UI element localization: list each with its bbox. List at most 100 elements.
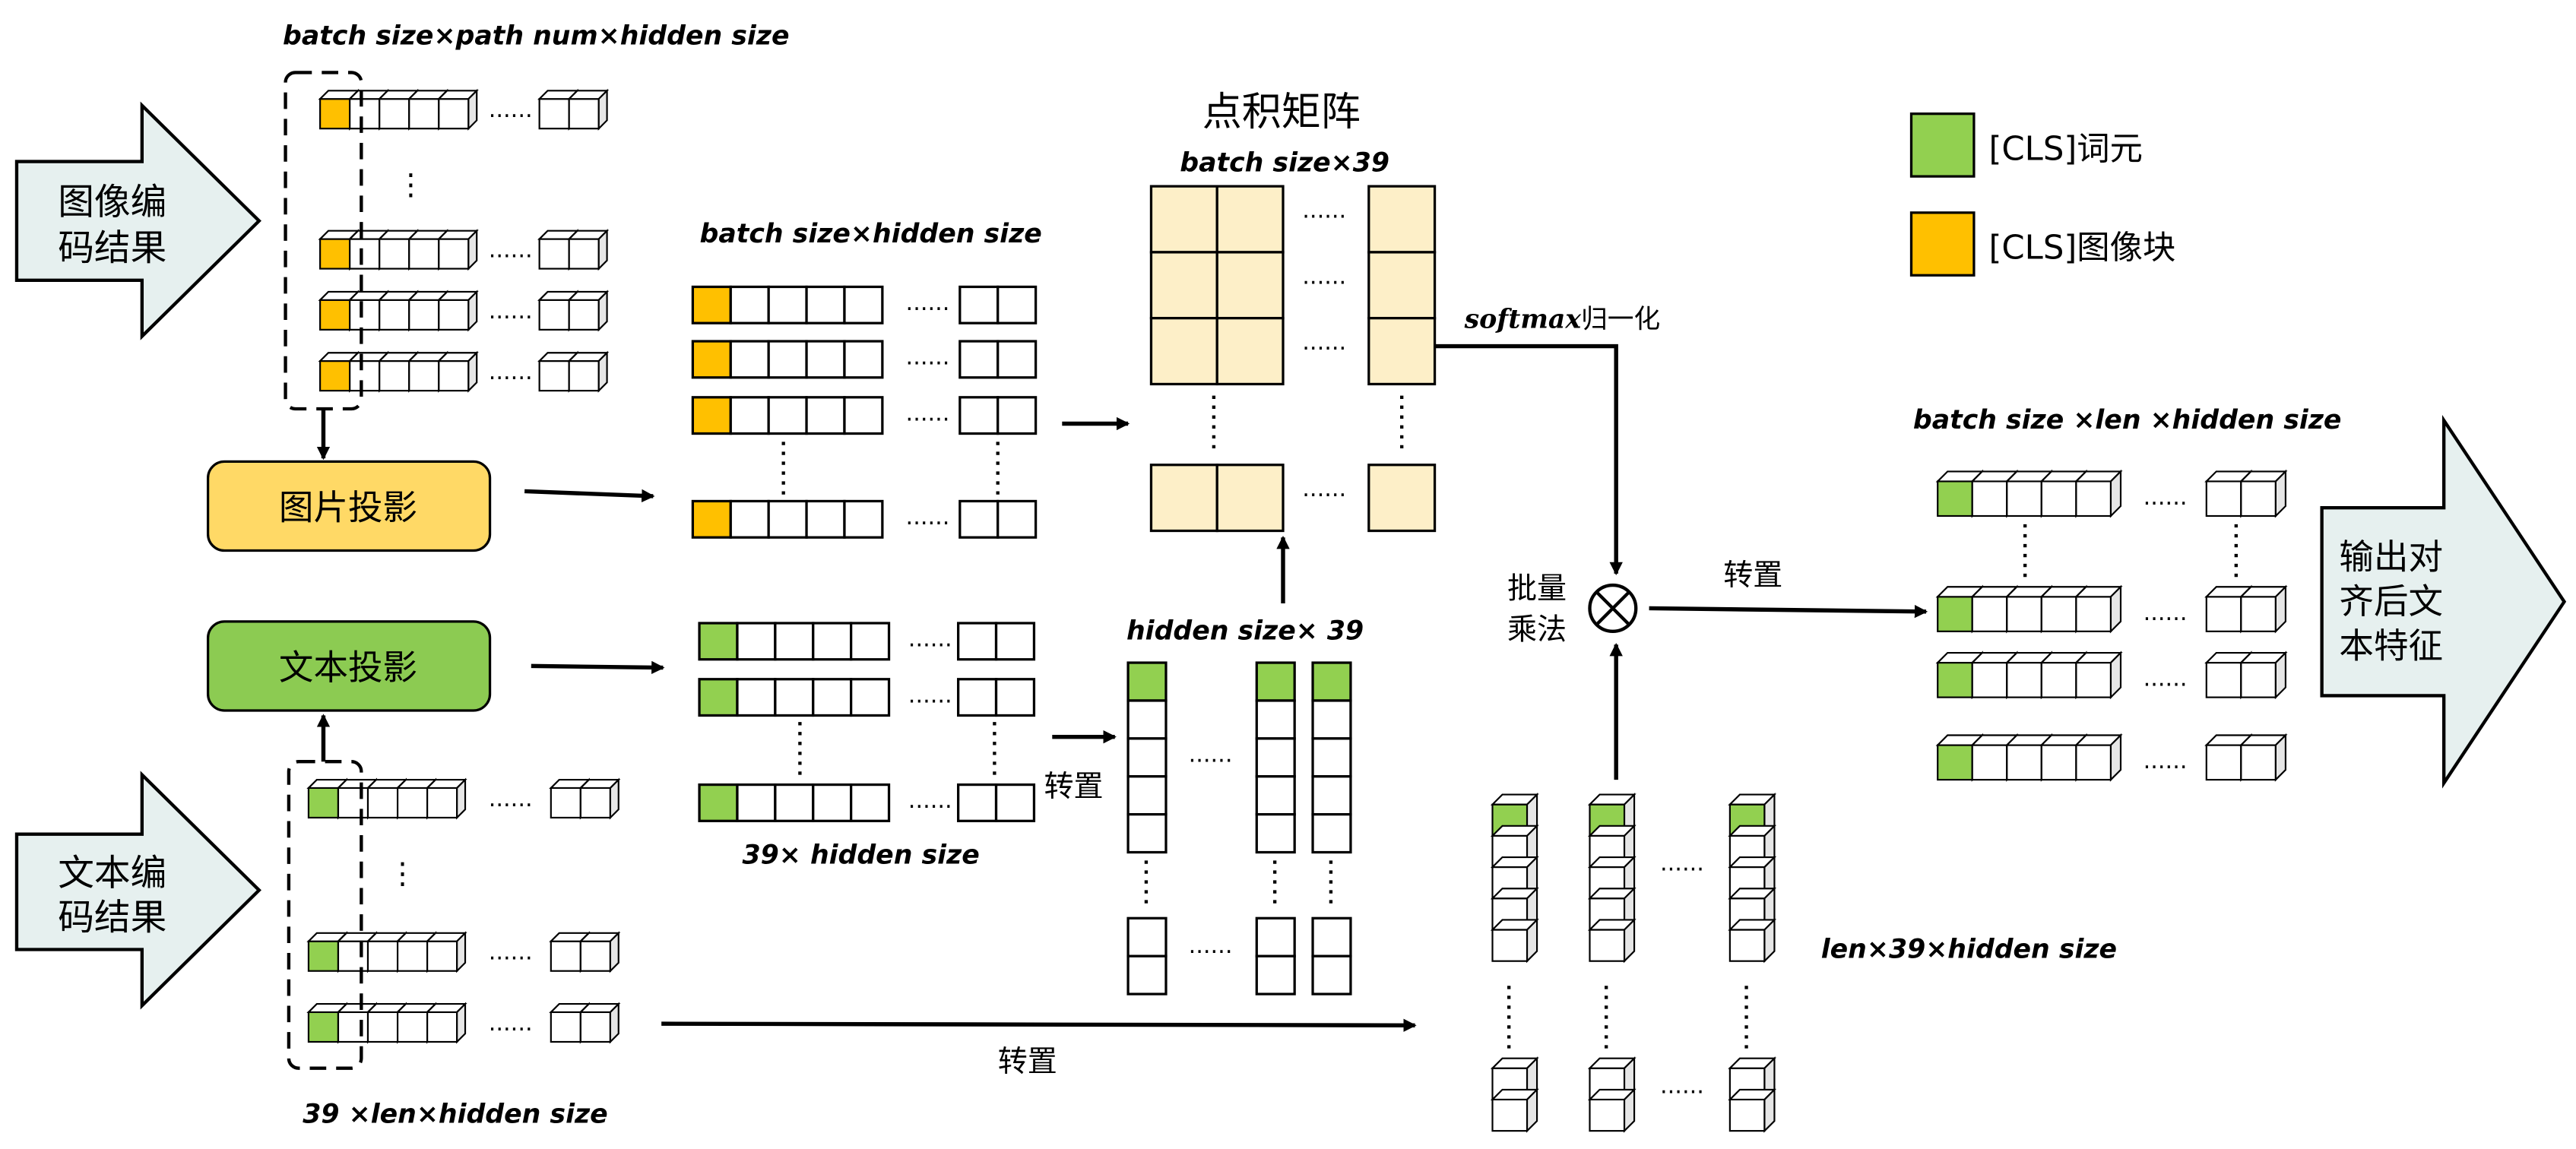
- cube-face: [319, 359, 351, 392]
- shape-batch-path-hidden: batch size×path num×hidden size: [283, 21, 789, 52]
- cube-side: [2274, 469, 2287, 518]
- cube-side: [1526, 1087, 1538, 1133]
- cell: [843, 285, 884, 324]
- cube-side: [2274, 650, 2287, 700]
- row-hdots: ······: [908, 794, 952, 821]
- cell: [957, 678, 998, 717]
- cube-face: [408, 238, 440, 270]
- softmax-label: softmax归一化: [1464, 304, 1661, 335]
- cube-face: [366, 787, 399, 819]
- cell: [1255, 775, 1296, 816]
- cell: [996, 396, 1038, 435]
- cube-face: [396, 1011, 429, 1043]
- text-projection-out-arrow: [531, 660, 665, 675]
- cube-face: [349, 359, 381, 392]
- token-row: ······: [1935, 584, 2288, 634]
- image-projected-rows: ························: [691, 285, 1038, 539]
- cube-face: [2075, 661, 2112, 698]
- token-cube: [425, 931, 467, 973]
- token-row: ······: [318, 290, 610, 332]
- cube-side: [2274, 584, 2287, 634]
- cube-face: [2006, 661, 2042, 698]
- matrix-hdots: ······: [1302, 204, 1346, 230]
- flat-row: ······: [698, 622, 1036, 661]
- cell: [850, 622, 891, 661]
- shape-batch-39: batch size×39: [1180, 148, 1389, 179]
- cube-face: [337, 1011, 369, 1043]
- cube-face: [426, 940, 458, 972]
- len-39-hidden-columns: ············: [1490, 792, 1777, 1133]
- shape-batch-len-hidden: batch size ×len ×hidden size: [1913, 405, 2342, 435]
- cube-face: [2040, 744, 2077, 781]
- cell: [736, 678, 777, 717]
- image-token-rows: ························: [318, 88, 610, 393]
- cube-face: [579, 787, 612, 819]
- cls-cell: [1126, 661, 1168, 702]
- matrix-cell: [1149, 464, 1218, 533]
- cls-cell: [1255, 661, 1296, 702]
- cell: [812, 678, 853, 717]
- matrix-hdots: ······: [1302, 336, 1346, 362]
- flat-row: ······: [698, 678, 1036, 717]
- image-encoding-arrow: 图像编 码结果: [14, 101, 261, 340]
- row-hdots: ······: [489, 243, 533, 270]
- cube-face: [438, 299, 470, 331]
- cell: [1126, 916, 1168, 958]
- token-cube: [567, 290, 610, 332]
- cube-face: [396, 940, 429, 972]
- cube-face: [349, 98, 381, 130]
- output-token-rows: ························: [1935, 469, 2288, 782]
- cube-face: [1589, 929, 1626, 962]
- batch-multiply-line2: 乘法: [1507, 613, 1567, 647]
- transposed-columns: ············: [1126, 661, 1352, 995]
- token-cube: [1490, 917, 1539, 964]
- cube-face: [2205, 596, 2242, 632]
- token-cube: [1587, 917, 1637, 964]
- cube-face: [1971, 596, 2008, 632]
- cube-face: [2240, 744, 2277, 781]
- cube-face: [2205, 744, 2242, 781]
- cube-face: [408, 299, 440, 331]
- cube-face: [2040, 480, 2077, 518]
- cls-cell: [691, 340, 732, 379]
- cell: [843, 499, 884, 539]
- token-cube: [2039, 650, 2089, 700]
- token-cube: [578, 777, 621, 820]
- cube-face: [379, 359, 410, 392]
- cube-side: [609, 777, 619, 820]
- cube-face: [550, 1011, 581, 1043]
- legend-swatch-cls-patch: [1909, 211, 1976, 277]
- cell: [736, 783, 777, 822]
- cube-face: [568, 238, 600, 270]
- cell: [958, 285, 1000, 324]
- token-cube: [1587, 1087, 1637, 1133]
- cell: [958, 340, 1000, 379]
- cell: [812, 783, 853, 822]
- cube-face: [2040, 661, 2077, 698]
- len-columns-hdots: ······: [1660, 856, 1704, 883]
- cube-face: [396, 787, 429, 819]
- cube-face: [349, 299, 381, 331]
- cell: [1255, 699, 1296, 740]
- text-encoding-arrow: 文本编 码结果: [14, 771, 261, 1010]
- cls-cell: [698, 678, 739, 717]
- image-projection-label: 图片投影: [279, 487, 417, 527]
- cube-side: [2109, 469, 2122, 518]
- cube-face: [2075, 744, 2112, 781]
- flat-row: ······: [691, 285, 1038, 324]
- row-hdots: ······: [906, 296, 950, 323]
- matrix-cell: [1149, 317, 1218, 386]
- cube-face: [1937, 744, 1973, 781]
- transpose-label-text: 转置: [1044, 770, 1103, 804]
- multiply-to-output-arrow: [1649, 604, 1928, 619]
- cube-face: [1491, 1098, 1529, 1132]
- cell: [1126, 699, 1168, 740]
- token-cube: [578, 931, 621, 973]
- cube-face: [568, 299, 600, 331]
- matrix-cell: [1215, 464, 1285, 533]
- cube-face: [1971, 480, 2008, 518]
- softmax-bold: softmax: [1464, 304, 1582, 335]
- token-cube: [2239, 650, 2288, 700]
- cube-side: [1623, 1087, 1636, 1133]
